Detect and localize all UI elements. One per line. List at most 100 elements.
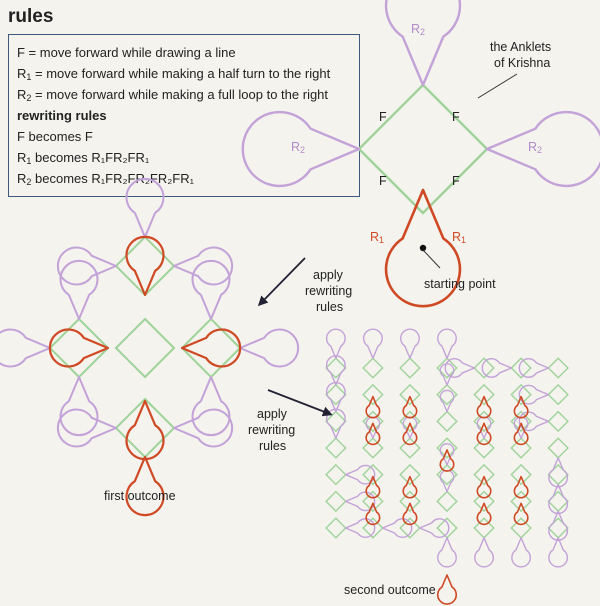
arrow1-line-1: apply bbox=[313, 268, 343, 282]
r1-turn bbox=[436, 574, 458, 605]
f-segment bbox=[557, 367, 569, 379]
r2-loop bbox=[481, 358, 513, 378]
f-label-top-right: F bbox=[452, 110, 460, 124]
f-segment bbox=[325, 447, 337, 459]
f-segment bbox=[473, 357, 485, 369]
r1-turn bbox=[180, 328, 242, 368]
f-segment bbox=[446, 490, 458, 503]
r2-left-sub: 2 bbox=[300, 145, 306, 155]
r2-loop bbox=[548, 510, 569, 541]
f-segment bbox=[115, 265, 146, 296]
f-segment bbox=[446, 410, 458, 423]
r1-turn bbox=[48, 328, 110, 368]
f-segment bbox=[144, 236, 175, 267]
f-segment bbox=[483, 384, 495, 396]
f-segment bbox=[144, 318, 175, 349]
f-segment bbox=[335, 490, 347, 503]
r2-rewrite-symbol: R bbox=[17, 171, 27, 186]
f-segment bbox=[399, 500, 411, 512]
apply-arrow-1 bbox=[257, 257, 306, 307]
f-segment bbox=[446, 473, 458, 486]
r2-loop bbox=[365, 416, 381, 439]
f-segment bbox=[483, 527, 495, 539]
f-segment bbox=[446, 384, 458, 396]
r2-loop bbox=[439, 469, 455, 493]
f-segment bbox=[520, 384, 532, 396]
caption-line-1: the Anklets bbox=[490, 40, 552, 54]
f-segment bbox=[372, 393, 384, 406]
f-segment bbox=[557, 473, 569, 486]
r2-rewrite-mid: becomes bbox=[31, 171, 92, 186]
r2-loop bbox=[344, 464, 376, 485]
f-segment bbox=[473, 367, 485, 379]
r1-turn bbox=[402, 395, 418, 419]
f-segment bbox=[436, 410, 448, 423]
f-segment bbox=[547, 420, 559, 432]
r2-loops bbox=[241, 0, 600, 188]
f-segment bbox=[325, 437, 337, 449]
r2-loop bbox=[474, 537, 494, 568]
f-segment bbox=[557, 447, 569, 459]
f-label-bottom-right: F bbox=[452, 174, 460, 188]
f-segment bbox=[78, 347, 109, 378]
f-segment bbox=[335, 410, 347, 423]
rule-r2-rewrite: R2 becomes R₁FR₂FR₂FR₂FR₁ bbox=[17, 168, 351, 189]
r2-loop bbox=[125, 177, 165, 238]
f-segment bbox=[547, 384, 559, 396]
f-segment bbox=[399, 384, 411, 396]
f-segment bbox=[436, 500, 448, 512]
r2-loop bbox=[485, 110, 600, 188]
f-segment bbox=[210, 347, 241, 378]
r2-loop bbox=[56, 246, 117, 286]
f-segment bbox=[510, 527, 522, 539]
r2-loop bbox=[419, 518, 450, 538]
first-outcome-r2-loops bbox=[0, 177, 300, 448]
f-segment bbox=[210, 318, 241, 349]
f-segment bbox=[473, 500, 485, 512]
r1-turn bbox=[125, 455, 165, 517]
f-segment bbox=[115, 427, 146, 458]
r1-turn bbox=[476, 395, 492, 419]
f-segment bbox=[399, 393, 411, 406]
r2-loop bbox=[437, 537, 457, 568]
r1-turn bbox=[513, 475, 529, 499]
r2-loop bbox=[362, 328, 383, 359]
f-segment bbox=[483, 367, 495, 379]
f-segment bbox=[78, 318, 109, 349]
f-segment bbox=[510, 447, 522, 459]
r1-left-letter: R bbox=[370, 230, 380, 244]
f-segment bbox=[115, 347, 146, 378]
f-segment bbox=[436, 473, 448, 486]
r2-loop bbox=[444, 358, 475, 378]
f-segment bbox=[409, 447, 421, 459]
f-segments bbox=[357, 83, 489, 215]
r1-turn bbox=[439, 449, 455, 472]
r2-loop bbox=[384, 0, 462, 87]
r1-turn bbox=[365, 395, 381, 419]
r2-subscript: 2 bbox=[26, 93, 32, 103]
f-segment bbox=[325, 357, 337, 369]
f-segment bbox=[510, 384, 522, 396]
f-segment bbox=[115, 398, 146, 429]
f-segment bbox=[181, 347, 212, 378]
r1-turn bbox=[476, 475, 492, 499]
f-segment bbox=[49, 347, 80, 378]
r2-loop bbox=[59, 376, 99, 437]
f-segment bbox=[372, 367, 384, 379]
f-segment bbox=[335, 437, 347, 449]
f-segment bbox=[335, 527, 347, 539]
r2-loop bbox=[56, 408, 117, 448]
r1-rewrite-symbol: R bbox=[17, 150, 27, 165]
starting-point-label: starting point bbox=[424, 277, 496, 291]
r1-left-sub: 1 bbox=[379, 235, 385, 245]
r1-turn bbox=[402, 422, 418, 446]
f-segment bbox=[483, 464, 495, 476]
second-outcome-label: second outcome bbox=[344, 583, 436, 597]
f-segment bbox=[520, 500, 532, 512]
r1-rewrite-subscript: 1 bbox=[26, 156, 32, 166]
f-segment bbox=[335, 357, 347, 369]
r2-loop bbox=[518, 358, 550, 378]
f-segment bbox=[49, 318, 80, 349]
f-segment bbox=[372, 384, 384, 396]
r2-loop bbox=[476, 416, 492, 439]
